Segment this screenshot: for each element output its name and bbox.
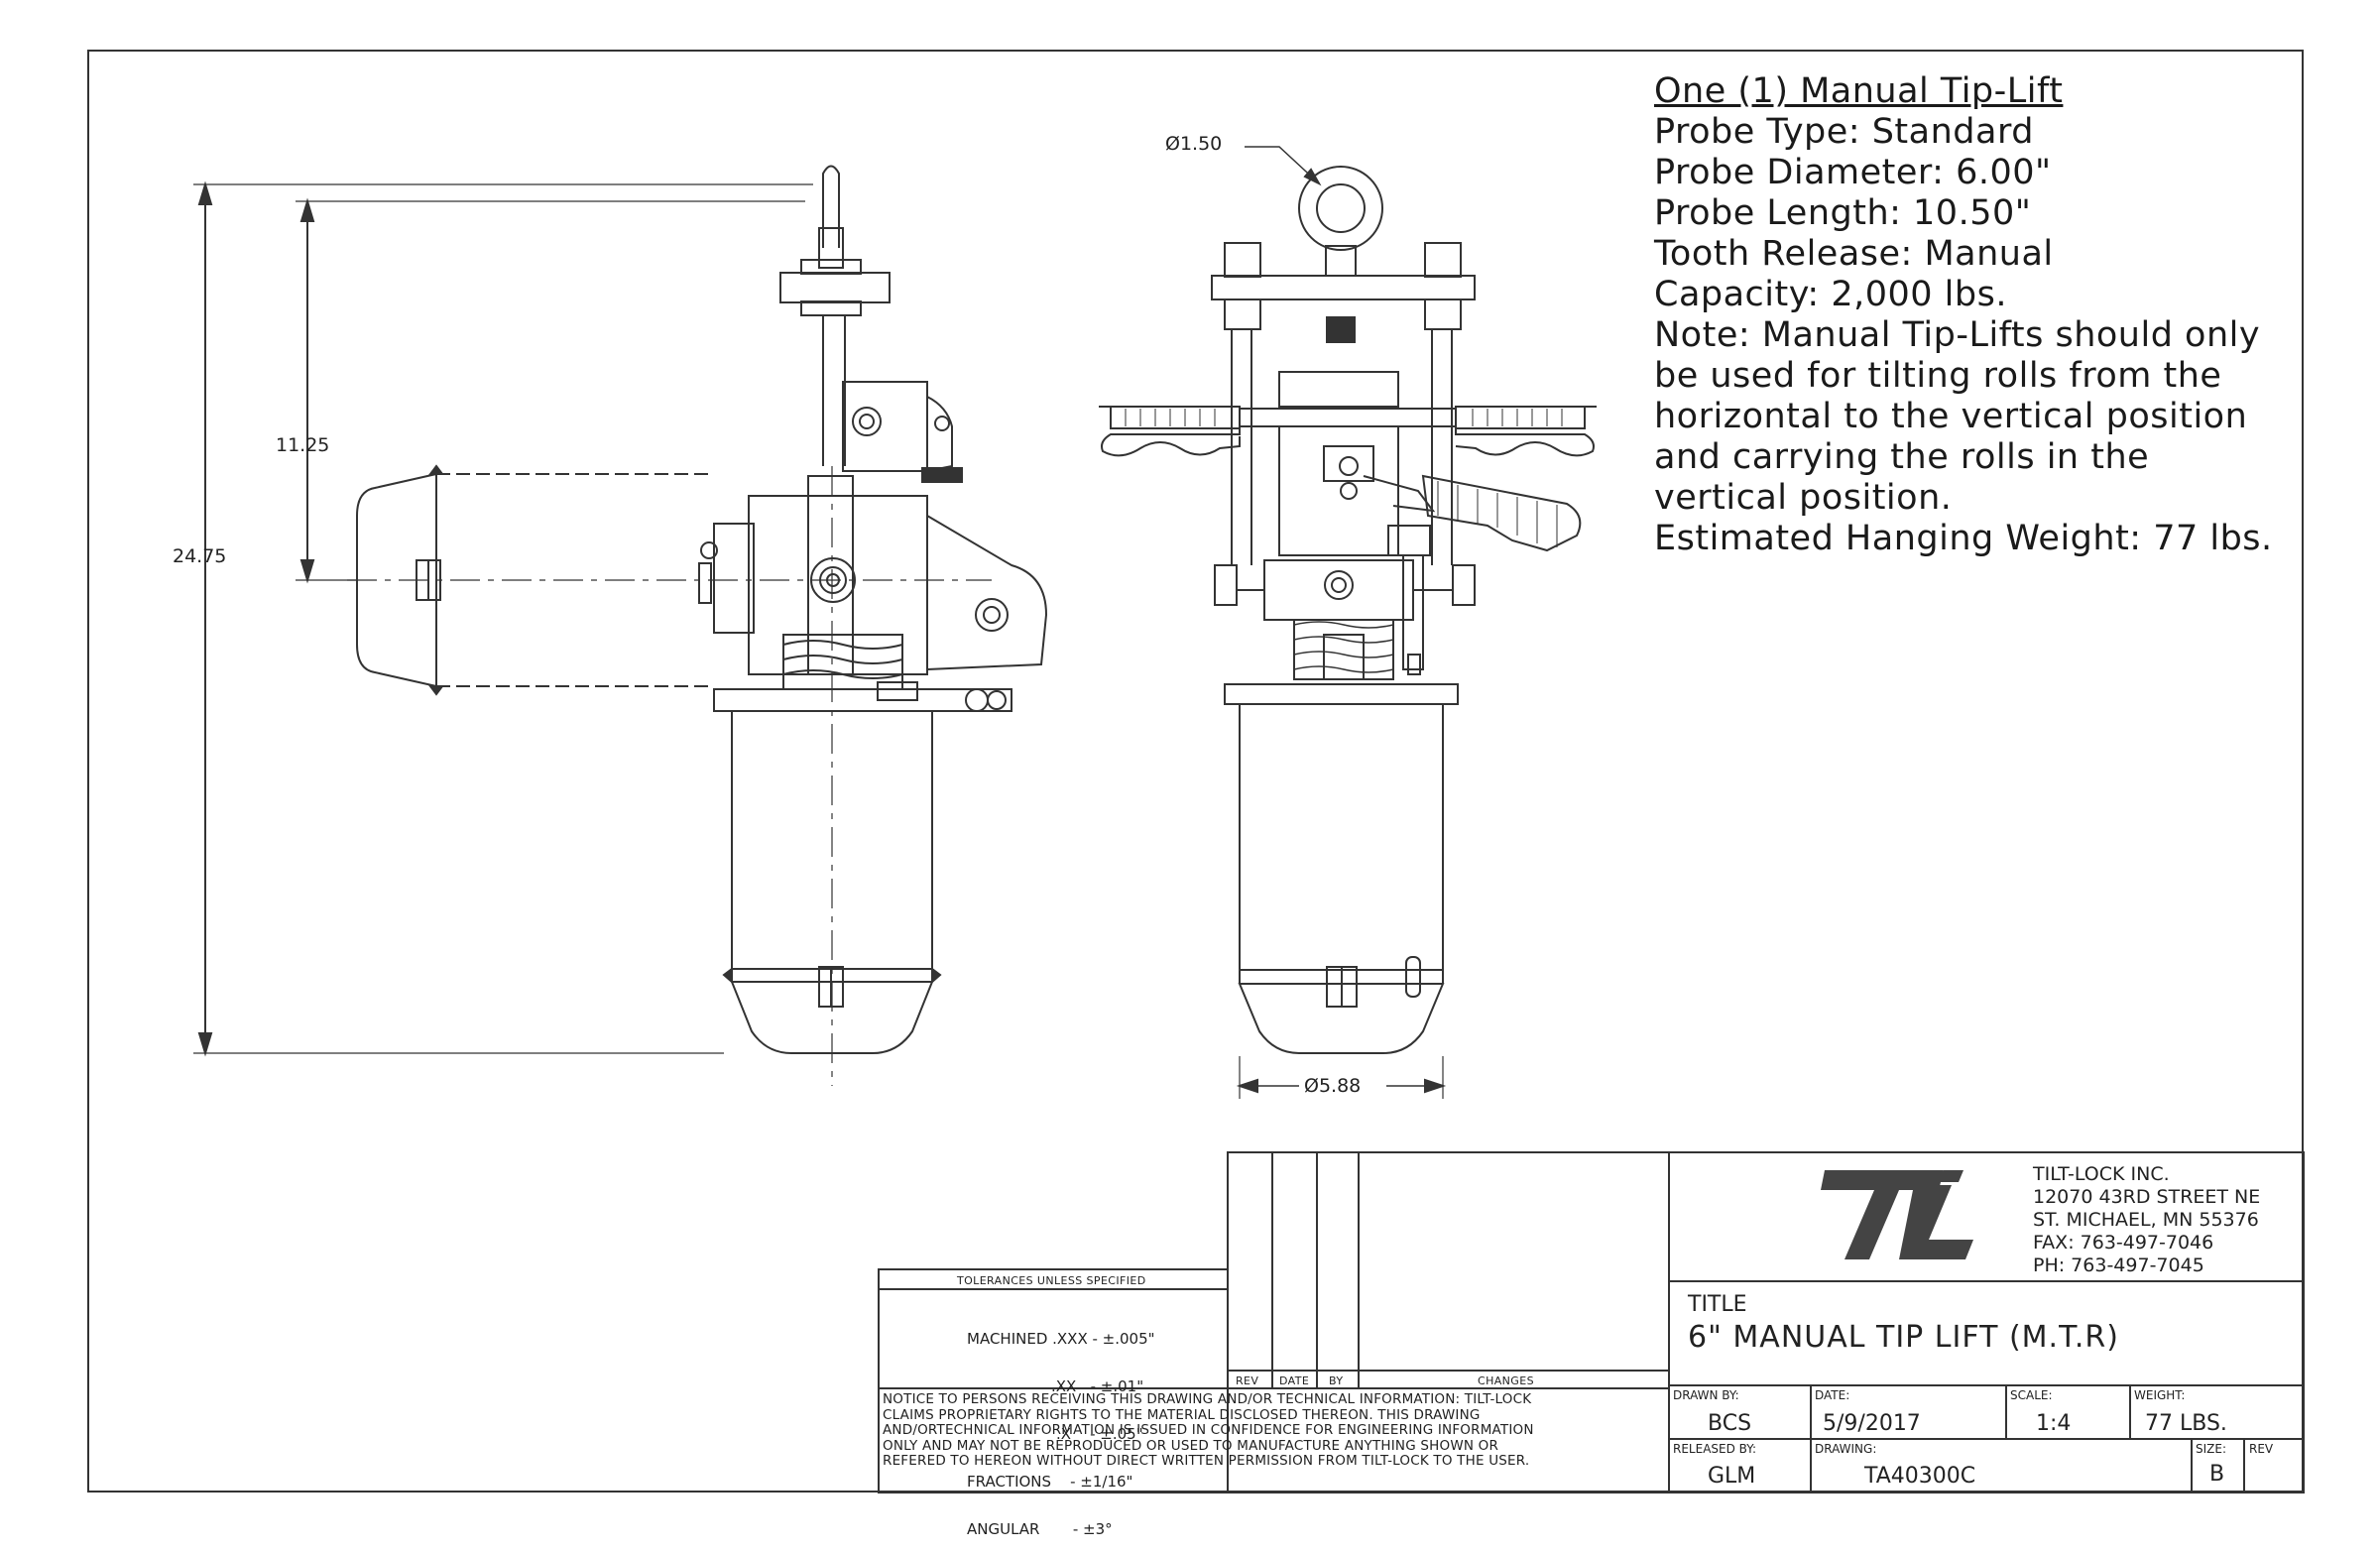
note-line: Estimated Hanging Weight: 77 lbs. [1654,519,2273,558]
drawing-label: DRAWING: [1815,1442,1877,1456]
title-label: TITLE [1688,1292,1747,1317]
company-logo [1821,1170,1973,1259]
dim-pivot-height-label: 11.25 [276,434,330,456]
weight-label: WEIGHT: [2134,1388,2186,1402]
notice-line: NOTICE TO PERSONS RECEIVING THIS DRAWING… [883,1391,1532,1407]
note-line: Probe Diameter: 6.00" [1654,153,2052,192]
by-header: BY [1329,1374,1344,1387]
note-line: horizontal to the vertical position [1654,397,2248,436]
tolerance-line: ANGULAR - ±3° [967,1520,1113,1538]
size-value: B [2209,1462,2225,1487]
company-line: PH: 763-497-7045 [2033,1254,2204,1276]
drawn-by-value: BCS [1708,1411,1752,1436]
changes-header: CHANGES [1478,1374,1534,1387]
note-line: Tooth Release: Manual [1654,234,2054,274]
side-mechanism [698,381,1048,712]
company-line: TILT-LOCK INC. [2033,1163,2170,1185]
company-line: ST. MICHAEL, MN 55376 [2033,1209,2259,1231]
dim-overall-height-label: 24.75 [173,545,227,567]
dim-eye-leader [1245,146,1322,186]
notice-line: CLAIMS PROPRIETARY RIGHTS TO THE MATERIA… [883,1406,1481,1423]
side-body-cylinder [722,466,942,1086]
scale-label: SCALE: [2010,1388,2053,1402]
note-line: Probe Length: 10.50" [1654,193,2032,233]
note-line: vertical position. [1654,478,1953,518]
note-line: Capacity: 2,000 lbs. [1654,275,2007,314]
note-line: and carrying the rolls in the [1654,437,2150,477]
date-value: 5/9/2017 [1823,1411,1921,1436]
notice-line: REFERED TO HEREON WITHOUT DIRECT WRITTEN… [883,1453,1530,1469]
tolerance-line: .X - ±.05" [1056,1425,1143,1443]
rev-label: REV [2249,1442,2274,1456]
drawing-title: 6" MANUAL TIP LIFT (M.T.R) [1688,1320,2119,1355]
note-line: Probe Type: Standard [1654,112,2034,152]
front-mechanism [1214,371,1582,680]
notes-heading: One (1) Manual Tip-Lift [1654,71,2064,111]
size-label: SIZE: [2196,1442,2227,1456]
notice-line: ONLY AND MAY NOT BE REPRODUCED OR USED T… [883,1437,1499,1454]
title-block-grid [878,1151,2305,1493]
company-line: FAX: 763-497-7046 [2033,1232,2214,1254]
scale-value: 1:4 [2036,1411,2072,1436]
tolerances-header: TOLERANCES UNLESS SPECIFIED [957,1274,1146,1287]
front-body-cylinder [1224,683,1459,1099]
company-line: 12070 43RD STREET NE [2033,1186,2261,1208]
date-label: DATE: [1815,1388,1850,1402]
company-address: TILT-LOCK INC. 12070 43RD STREET NE ST. … [2033,1163,2260,1277]
weight-value: 77 LBS. [2145,1411,2227,1436]
front-handles [1099,406,1597,457]
threaded-rod [779,165,891,466]
dim-pivot-height [296,197,805,584]
dim-eye-diameter-label: Ø1.50 [1165,133,1223,155]
note-line: be used for tilting rolls from the [1654,356,2222,396]
drawing-number: TA40300C [1864,1464,1976,1489]
notice-line: AND/ORTECHNICAL INFORMATION IS ISSUED IN… [883,1422,1534,1438]
probe-horizontal [347,464,992,696]
drawn-by-label: DRAWN BY: [1673,1388,1739,1402]
proprietary-notice: NOTICE TO PERSONS RECEIVING THIS DRAWING… [883,1391,1668,1470]
specification-notes: One (1) Manual Tip-Lift Probe Type: Stan… [1654,71,2289,559]
lifting-eye [1298,166,1383,277]
date-header: DATE [1279,1374,1310,1387]
note-line: Note: Manual Tip-Lifts should only [1654,315,2261,355]
tolerance-line: MACHINED .XXX - ±.005" [967,1330,1155,1348]
released-by-label: RELEASED BY: [1673,1442,1757,1456]
released-by-value: GLM [1708,1464,1756,1489]
tolerance-line: .XX - ±.01" [1051,1377,1144,1395]
dim-body-diameter-label: Ø5.88 [1304,1075,1362,1097]
dim-overall-height [193,180,813,1057]
rev-header: REV [1236,1374,1259,1387]
tolerances-list: MACHINED .XXX - ±.005" .XX - ±.01" .X - … [967,1299,1155,1553]
front-crossbar [1211,242,1476,565]
tolerance-line: FRACTIONS - ±1/16" [967,1473,1133,1491]
